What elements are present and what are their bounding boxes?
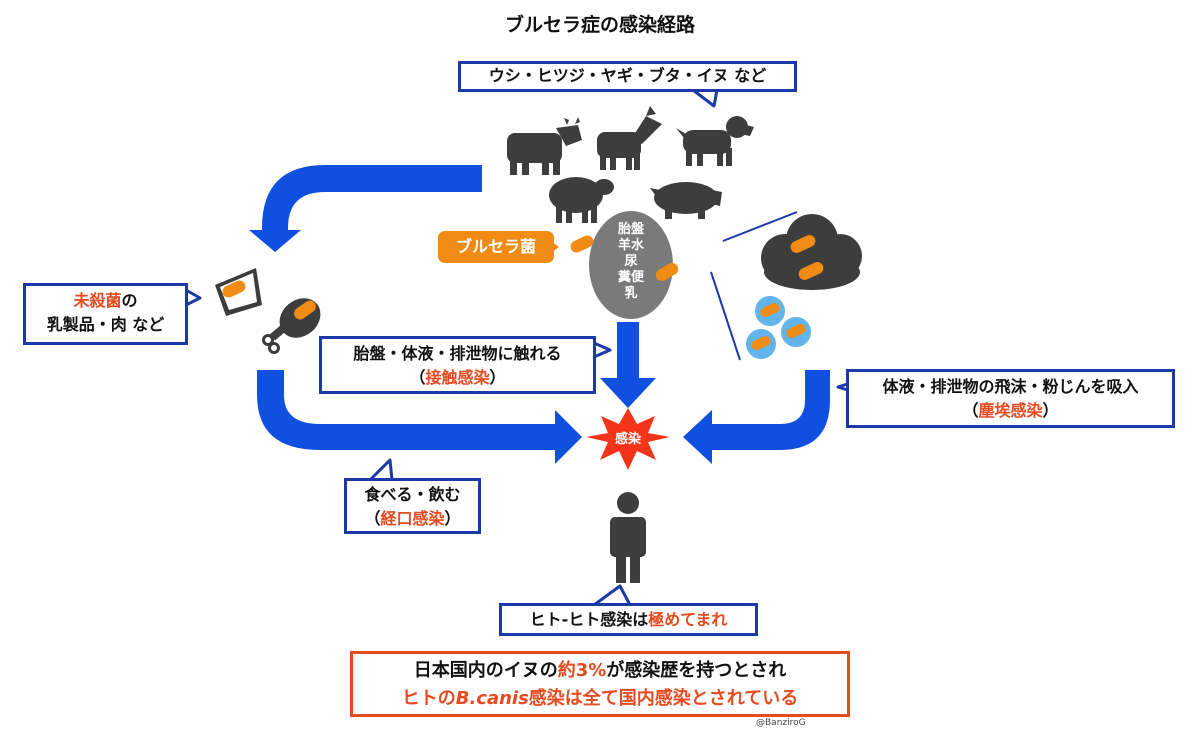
bacteria-label: ブルセラ菌 [438,231,554,263]
diagram-title: ブルセラ症の感染経路 [504,14,695,36]
spread-line [710,271,741,361]
secretion-urine: 尿 [624,254,638,269]
secretions-list: 胎盤 羊水 尿 糞便 乳 [601,222,661,302]
flow-arrows [249,165,830,464]
unpasteurized-highlight: 未殺菌 [73,291,122,310]
human-to-human-callout: ヒト-ヒト感染は極めてまれ [499,603,758,636]
oral-paren-close: ） [444,509,461,528]
oral-paren-open: （ [364,509,381,528]
callout-tails [184,88,862,607]
arrow-contact-route [600,322,656,408]
note-species: B.canis [455,688,529,709]
infection-burst-icon [586,408,670,470]
contact-paren-close: ） [489,368,506,387]
dairy-line1-rest: の [121,291,138,310]
infection-label: 感染 [614,432,641,447]
note-line2-a: ヒトの [401,688,456,709]
bacteria-icon [655,263,679,281]
note-percentage: 約3% [557,660,607,681]
human-icon [610,492,646,583]
bacteria-label-text: ブルセラ菌 [455,237,536,256]
bacteria-icon [570,235,594,253]
cow-icon [507,117,582,175]
animals-callout: ウシ・ヒツジ・ヤギ・ブタ・イヌ など [458,61,797,92]
arrow-dust-route [683,370,830,464]
dairy-callout: 未殺菌の 乳製品・肉 など [23,283,188,345]
dog-icon [676,116,754,166]
note-line1-c: が感染歴を持つとされ [606,660,787,681]
contact-line1: 胎盤・体液・排泄物に触れる [353,344,562,363]
dust-callout: 体液・排泄物の飛沫・粉じんを吸入 （塵埃感染） [846,369,1175,428]
secretion-feces: 糞便 [617,270,644,285]
cheese-icon [215,268,262,316]
dust-line1: 体液・排泄物の飛沫・粉じんを吸入 [882,377,1139,396]
goat-icon [597,106,662,170]
note-line1-a: 日本国内のイヌの [413,660,558,681]
arrow-animals-to-food [249,165,482,252]
contact-route: 接触感染 [425,368,490,387]
animals-label: ウシ・ヒツジ・ヤギ・ブタ・イヌ など [488,66,767,85]
dust-route: 塵埃感染 [978,401,1043,420]
animal-icons [507,106,754,223]
credit-text: @BanziroG [756,718,806,728]
secretion-milk: 乳 [624,286,638,301]
secretion-amniotic-fluid: 羊水 [617,238,644,253]
oral-route: 経口感染 [380,509,445,528]
secretion-placenta: 胎盤 [617,222,644,237]
dust-paren-open: （ [962,401,979,420]
arrow-oral-route [257,370,582,464]
note-line2-c: 感染は全て国内感染とされている [528,688,799,709]
droplet-icons [746,296,811,359]
secretions-ellipse [589,211,673,319]
japan-note: 日本国内のイヌの約3%が感染歴を持つとされ ヒトのB.canis感染は全て国内感… [350,651,850,717]
dust-cloud-icon [761,214,862,290]
oral-callout: 食べる・飲む （経口感染） [344,478,481,534]
dust-paren-close: ） [1042,401,1059,420]
spread-line [722,211,798,242]
contact-callout: 胎盤・体液・排泄物に触れる （接触感染） [319,336,596,394]
pig-icon [650,182,722,219]
sheep-icon [549,177,614,223]
bacteria-label-pointer [551,241,559,253]
dairy-line2: 乳製品・肉 など [46,315,165,334]
contact-paren-open: （ [409,368,426,387]
human-to-human-prefix: ヒト-ヒト感染は [529,610,649,629]
meat-icon [262,298,321,354]
oral-line1: 食べる・飲む [364,485,461,504]
human-to-human-highlight: 極めてまれ [648,610,728,629]
